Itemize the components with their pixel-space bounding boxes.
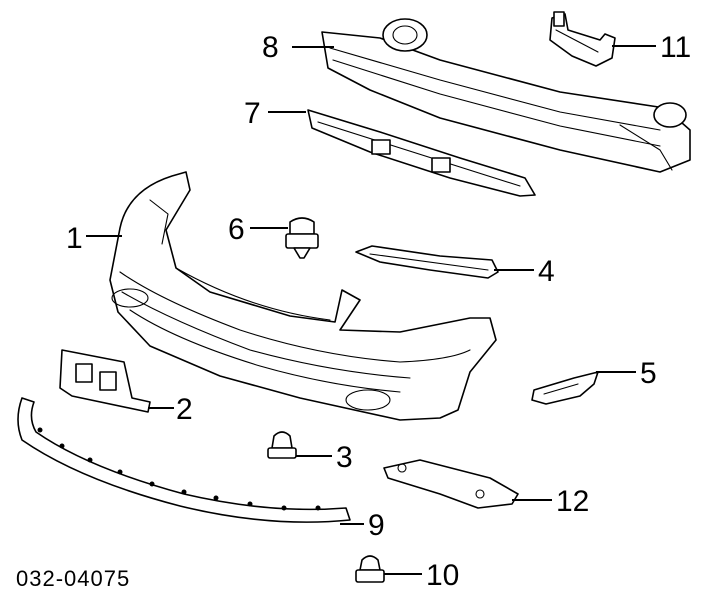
part-7-absorber — [307, 109, 536, 197]
part-3-clip — [267, 431, 297, 459]
callout-1: 1 — [66, 222, 83, 255]
part-6-clip — [285, 217, 319, 259]
leader-lines — [86, 45, 656, 575]
callout-6: 6 — [228, 213, 245, 246]
callout-9: 9 — [368, 509, 385, 542]
part-10-clip — [355, 555, 385, 583]
callout-7: 7 — [244, 97, 261, 130]
callout-numbers: 8 11 7 6 1 4 5 2 3 12 9 10 — [66, 31, 691, 592]
part-12-under-cover — [383, 459, 519, 509]
part-1-bumper-cover — [109, 171, 497, 421]
callout-11: 11 — [660, 31, 691, 64]
callout-4: 4 — [538, 255, 555, 288]
callout-2: 2 — [176, 393, 193, 426]
reference-code: 032-04075 — [16, 566, 130, 591]
part-11-bracket — [549, 11, 616, 67]
callout-3: 3 — [336, 441, 353, 474]
callout-8: 8 — [262, 31, 279, 64]
part-5-side-spacer — [531, 371, 599, 405]
callout-10: 10 — [426, 559, 459, 592]
callout-12: 12 — [556, 485, 589, 518]
part-8-reinforcement-beam — [321, 18, 691, 173]
part-2-license-bracket — [59, 349, 151, 413]
part-9-lower-spoiler — [17, 397, 351, 523]
callout-5: 5 — [640, 357, 657, 390]
part-4-side-bracket — [355, 245, 499, 279]
